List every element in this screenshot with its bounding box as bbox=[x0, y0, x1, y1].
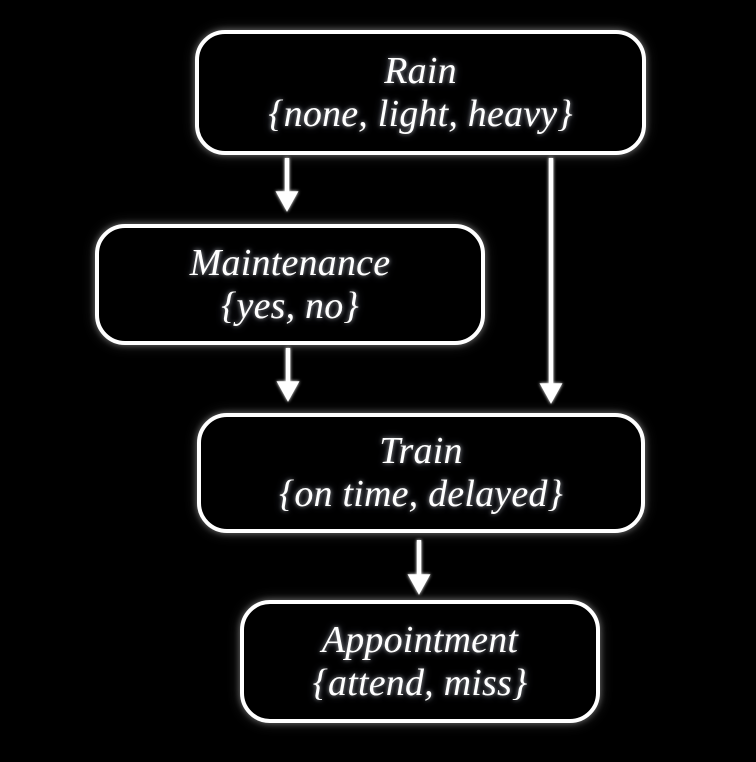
node-appointment-title: Appointment bbox=[321, 618, 519, 661]
node-maintenance-states: {yes, no} bbox=[221, 284, 359, 327]
node-maintenance[interactable]: Maintenance {yes, no} bbox=[95, 224, 485, 345]
node-rain-title: Rain bbox=[384, 49, 457, 92]
node-appointment[interactable]: Appointment {attend, miss} bbox=[240, 600, 600, 723]
node-rain-states: {none, light, heavy} bbox=[268, 92, 573, 135]
node-appointment-states: {attend, miss} bbox=[312, 661, 528, 704]
node-train[interactable]: Train {on time, delayed} bbox=[197, 413, 645, 533]
node-maintenance-title: Maintenance bbox=[189, 241, 391, 284]
node-train-title: Train bbox=[379, 430, 463, 473]
node-train-states: {on time, delayed} bbox=[278, 473, 564, 515]
node-rain[interactable]: Rain {none, light, heavy} bbox=[195, 30, 646, 155]
